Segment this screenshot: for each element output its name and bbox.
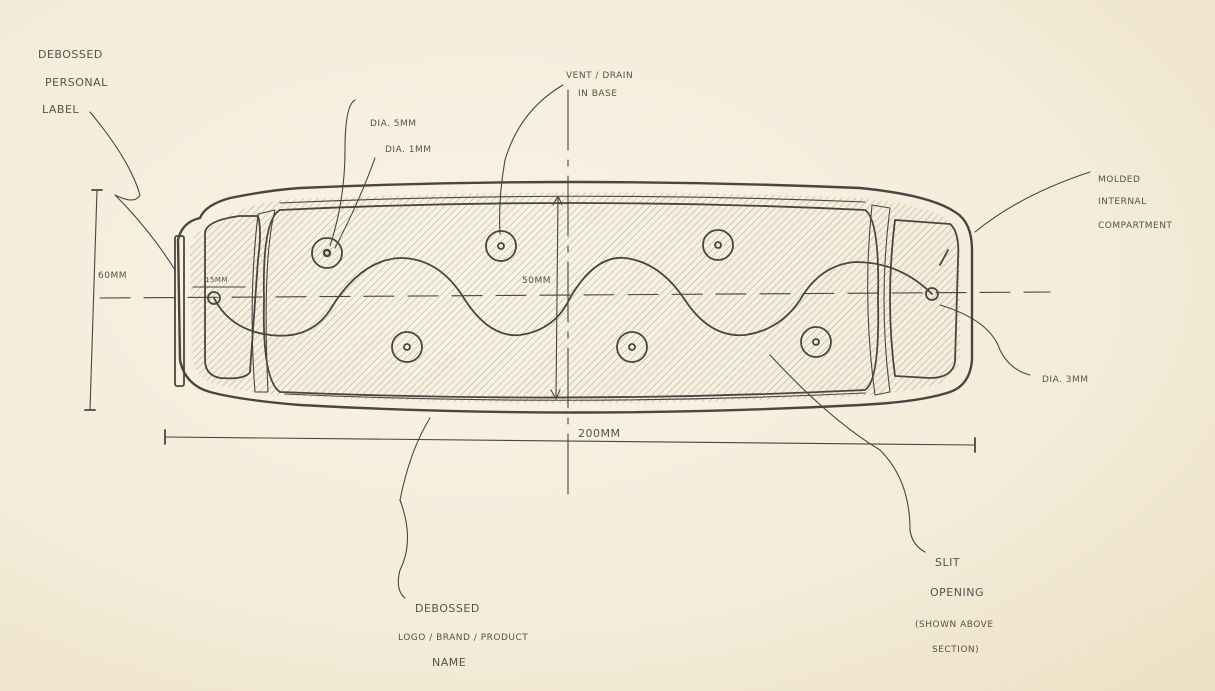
svg-text:COMPARTMENT: COMPARTMENT <box>1098 221 1172 231</box>
svg-text:SECTION): SECTION) <box>932 645 979 655</box>
main-cavity <box>262 202 880 399</box>
svg-text:PERSONAL: PERSONAL <box>45 76 108 89</box>
left-compartment <box>174 209 276 393</box>
svg-text:MOLDED: MOLDED <box>1098 175 1140 185</box>
annotation-debossed-label: DEBOSSED PERSONAL LABEL <box>38 48 108 116</box>
horizontal-centerline <box>99 291 1051 299</box>
svg-text:LABEL: LABEL <box>42 103 79 116</box>
right-compartment <box>867 204 960 396</box>
dim-60mm-label: 60MM <box>98 271 127 281</box>
annotation-molded-compartment: MOLDED INTERNAL COMPARTMENT <box>1098 175 1172 231</box>
annotation-slit-opening: SLIT OPENING (SHOWN ABOVE SECTION) <box>915 556 994 655</box>
annotation-vent-drain: VENT / DRAIN IN BASE <box>566 71 633 99</box>
svg-text:DEBOSSED: DEBOSSED <box>415 602 480 615</box>
dimension-50mm: 50MM <box>522 195 563 400</box>
svg-text:VENT / DRAIN: VENT / DRAIN <box>566 71 633 81</box>
svg-text:OPENING: OPENING <box>930 586 984 599</box>
svg-text:DEBOSSED: DEBOSSED <box>38 48 103 61</box>
leader-lines <box>89 84 1091 599</box>
annotation-dia-3mm: DIA. 3MM <box>1042 375 1089 385</box>
outer-shell <box>176 180 974 414</box>
dim-50mm-label: 50MM <box>522 276 551 286</box>
annotation-dia-1mm: DIA. 1MM <box>385 145 432 155</box>
dimension-200mm: 200MM <box>164 427 976 453</box>
svg-text:IN BASE: IN BASE <box>578 89 617 99</box>
dim-200mm-label: 200MM <box>578 427 620 440</box>
dimension-15mm: 15MM <box>192 276 246 288</box>
annotation-debossed-logo: DEBOSSED LOGO / BRAND / PRODUCT NAME <box>398 602 528 669</box>
svg-text:INTERNAL: INTERNAL <box>1098 197 1147 207</box>
svg-text:LOGO / BRAND / PRODUCT: LOGO / BRAND / PRODUCT <box>398 633 528 643</box>
vent-holes <box>311 229 832 363</box>
annotation-dia-5mm: DIA. 5MM <box>370 119 417 129</box>
wavy-slit <box>213 257 933 337</box>
svg-text:(SHOWN ABOVE: (SHOWN ABOVE <box>915 620 994 630</box>
dimension-60mm: 60MM <box>84 189 127 411</box>
svg-text:SLIT: SLIT <box>935 556 960 569</box>
dim-15mm-label: 15MM <box>205 276 228 284</box>
svg-text:NAME: NAME <box>432 656 466 669</box>
